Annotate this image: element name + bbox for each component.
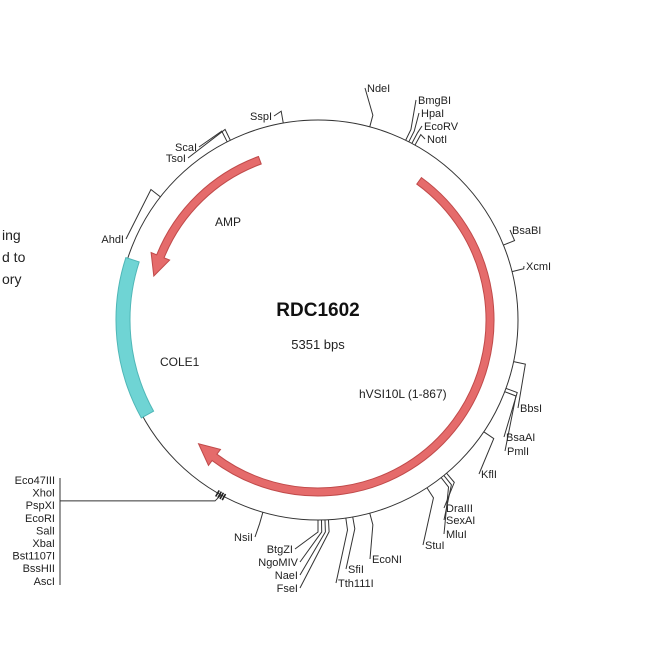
mcs-mark-1	[219, 492, 225, 500]
side-text-3: ory	[2, 271, 21, 287]
site-line-ahdi	[125, 188, 161, 240]
site-label-bsabi: BsaBI	[512, 225, 541, 237]
site-line-scai	[198, 130, 228, 148]
site-label-pmli: PmlI	[507, 446, 529, 458]
site-label-econi: EcoNI	[372, 554, 402, 566]
site-line-btgzi	[294, 520, 319, 550]
site-label-ndei: NdeI	[367, 83, 390, 95]
site-label-scai: ScaI	[175, 142, 197, 154]
site-line-pmli	[504, 391, 517, 452]
mcs-label-asci: AscI	[34, 576, 55, 588]
feature-label-hvsi: hVSI10L (1-867)	[359, 387, 447, 401]
mcs-label-xbai: XbaI	[32, 538, 55, 550]
site-line-sfii	[345, 516, 356, 570]
site-label-bbsi: BbsI	[520, 403, 542, 415]
site-line-hpai	[408, 112, 420, 143]
mcs-mark-3	[214, 490, 220, 497]
site-label-tsoi: TsoI	[166, 153, 186, 165]
site-label-stui: StuI	[425, 540, 445, 552]
site-label-bsaai: BsaAI	[506, 432, 535, 444]
site-label-draiii: DraIII	[446, 503, 473, 515]
mcs-label-pspxi: PspXI	[26, 500, 55, 512]
site-label-sfii: SfiI	[348, 564, 364, 576]
feature-hvsi-arrow	[197, 176, 495, 497]
site-line-sspi	[273, 110, 284, 124]
site-label-sexai: SexAI	[446, 515, 475, 527]
site-label-ahdi: AhdI	[101, 234, 124, 246]
mcs-mark-2	[217, 491, 222, 499]
mcs-label-xhoi: XhoI	[32, 488, 55, 500]
site-label-nsii: NsiI	[234, 532, 253, 544]
mcs-mark-0	[221, 493, 227, 501]
site-line-tsoi	[187, 128, 231, 159]
site-label-sspi: SspI	[250, 111, 272, 123]
feature-amp-arrow	[150, 155, 262, 278]
site-label-hpai: HpaI	[421, 108, 444, 120]
feature-cole1-block	[115, 256, 155, 419]
site-line-stui	[422, 487, 434, 546]
site-label-tth111i: Tth111I	[338, 578, 374, 590]
site-label-ecorv: EcoRV	[424, 121, 459, 133]
site-label-btgzi: BtgZI	[267, 544, 293, 556]
site-line-bsabi	[503, 229, 516, 246]
site-label-xcmi: XcmI	[526, 261, 551, 273]
site-label-naei: NaeI	[275, 570, 298, 582]
site-line-ngomiv	[299, 519, 323, 563]
feature-label-amp: AMP	[215, 215, 241, 229]
features-layer	[115, 155, 495, 497]
site-label-noti: NotI	[427, 134, 447, 146]
site-line-nsii	[254, 512, 264, 538]
plasmid-size: 5351 bps	[291, 337, 345, 352]
site-label-bmgbi: BmgBI	[418, 95, 451, 107]
site-line-econi	[369, 513, 374, 560]
site-line-tth111i	[335, 517, 349, 584]
mcs-label-sali: SalI	[36, 525, 55, 537]
site-line-ecorv	[411, 125, 423, 144]
site-line-kfli	[478, 431, 495, 475]
mcs-label-eco47iii: Eco47III	[15, 475, 55, 487]
site-line-noti	[414, 133, 426, 146]
site-line-mlui	[440, 477, 450, 535]
mcs-label-ecori: EcoRI	[25, 513, 55, 525]
site-line-bmgbi	[405, 99, 417, 141]
site-line-fsei	[299, 519, 330, 589]
side-text-2: d to	[2, 249, 26, 265]
site-label-fsei: FseI	[277, 583, 298, 595]
mcs-label-bsshii: BssHII	[23, 563, 55, 575]
plasmid-name: RDC1602	[276, 300, 359, 321]
site-line-bsaai	[503, 387, 518, 438]
site-label-mlui: MluI	[446, 529, 467, 541]
mcs-leader	[60, 494, 222, 502]
site-line-naei	[299, 519, 326, 576]
site-line-bbsi	[513, 361, 526, 409]
site-label-kfli: KflI	[481, 469, 497, 481]
side-text-1: ing	[2, 227, 21, 243]
mcs-label-bst1107i: Bst1107I	[12, 551, 55, 563]
site-line-ndei	[364, 87, 374, 127]
site-line-xcmi	[511, 265, 525, 273]
feature-label-cole1: COLE1	[160, 355, 200, 369]
site-label-ngomiv: NgoMIV	[258, 557, 298, 569]
